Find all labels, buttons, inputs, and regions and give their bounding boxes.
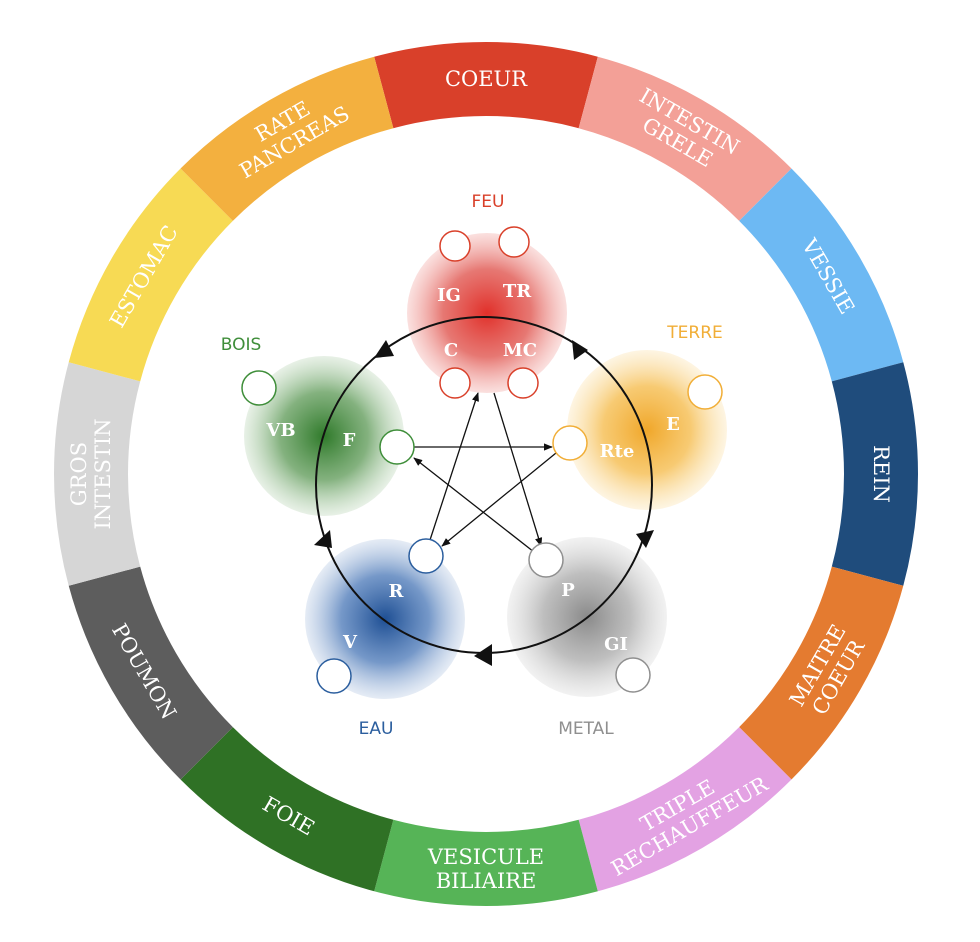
element-label-feu: FEU — [472, 192, 505, 212]
meridian-ring: COEURINTESTINGRELEVESSIEREINMAITRECOEURT… — [54, 42, 919, 906]
ring-label-line: COEUR — [445, 67, 528, 91]
organ-ig: IG — [437, 285, 461, 306]
ring-segment-rein — [831, 362, 919, 586]
ring-segment-gros-intestin — [54, 362, 141, 586]
organ-r: R — [389, 581, 405, 602]
ko-line-eau-feu — [429, 392, 479, 541]
organ-f: F — [343, 430, 356, 451]
point-eau-2 — [316, 658, 352, 694]
ring-segment-triple-rechauffeur — [578, 727, 792, 892]
arrowhead-feu-terre — [572, 340, 588, 360]
point-bois-2 — [379, 429, 415, 465]
ring-segment-intestin-grele — [578, 56, 792, 221]
point-feu-2 — [498, 226, 530, 258]
organ-p: P — [561, 580, 575, 601]
arrowhead-metal-eau — [474, 644, 492, 666]
ko-line-terre-eau — [441, 452, 557, 547]
ring-label-line: INTESTIN — [91, 418, 115, 529]
point-feu-1 — [439, 230, 471, 262]
organ-rte: Rte — [600, 441, 635, 462]
ring-label-line: GROS — [67, 442, 91, 506]
organ-c: C — [444, 340, 458, 361]
point-terre-2 — [552, 425, 588, 461]
ring-label-rein: REIN — [869, 445, 893, 503]
point-terre-1 — [687, 374, 723, 410]
organ-labels: IG TR C MC E Rte P GI R V VB F — [265, 281, 679, 655]
ko-cycle-star — [413, 392, 557, 553]
point-feu-4 — [507, 367, 539, 399]
ring-segment-maitre-coeur — [739, 566, 904, 780]
element-label-terre: TERRE — [666, 323, 723, 343]
ring-label-line: BILIAIRE — [436, 869, 537, 893]
organ-vb: VB — [265, 420, 295, 441]
point-circles — [241, 226, 723, 694]
ring-label-line: VESICULE — [427, 845, 544, 869]
element-label-bois: BOIS — [221, 335, 262, 355]
ring-segment-foie — [180, 727, 394, 892]
point-eau-1 — [408, 538, 444, 574]
organ-v: V — [342, 632, 358, 653]
ko-line-feu-metal — [493, 392, 543, 547]
sheng-cycle-arrowheads — [314, 340, 654, 666]
organ-gi: GI — [604, 634, 628, 655]
organ-mc: MC — [503, 340, 537, 361]
element-label-metal: METAL — [558, 719, 614, 739]
organ-e: E — [666, 414, 680, 435]
element-label-eau: EAU — [359, 719, 394, 739]
ring-label-line: REIN — [869, 445, 893, 503]
organ-tr: TR — [503, 281, 532, 302]
ring-segment-coeur — [374, 42, 598, 129]
ring-segment-rate-pancreas — [180, 56, 394, 221]
point-metal-2 — [615, 657, 651, 693]
point-feu-3 — [439, 367, 471, 399]
arrowhead-terre-metal — [636, 530, 654, 548]
sphere-terre — [567, 350, 727, 510]
ring-segment-poumon — [68, 566, 233, 780]
ring-label-gros-intestin: GROSINTESTIN — [67, 418, 115, 529]
ring-segment-vesicule-biliaire — [374, 819, 598, 906]
ko-line-metal-bois — [413, 457, 535, 553]
element-labels: FEU TERRE METAL EAU BOIS — [221, 192, 723, 739]
arrowhead-eau-bois — [314, 530, 332, 548]
arrowhead-bois-feu — [374, 340, 394, 358]
sphere-feu — [407, 233, 567, 393]
ring-segment-vessie — [739, 168, 904, 382]
ring-segment-estomac — [68, 168, 233, 382]
point-metal-1 — [528, 542, 564, 578]
ring-label-coeur: COEUR — [445, 67, 528, 91]
point-bois-1 — [241, 370, 277, 406]
